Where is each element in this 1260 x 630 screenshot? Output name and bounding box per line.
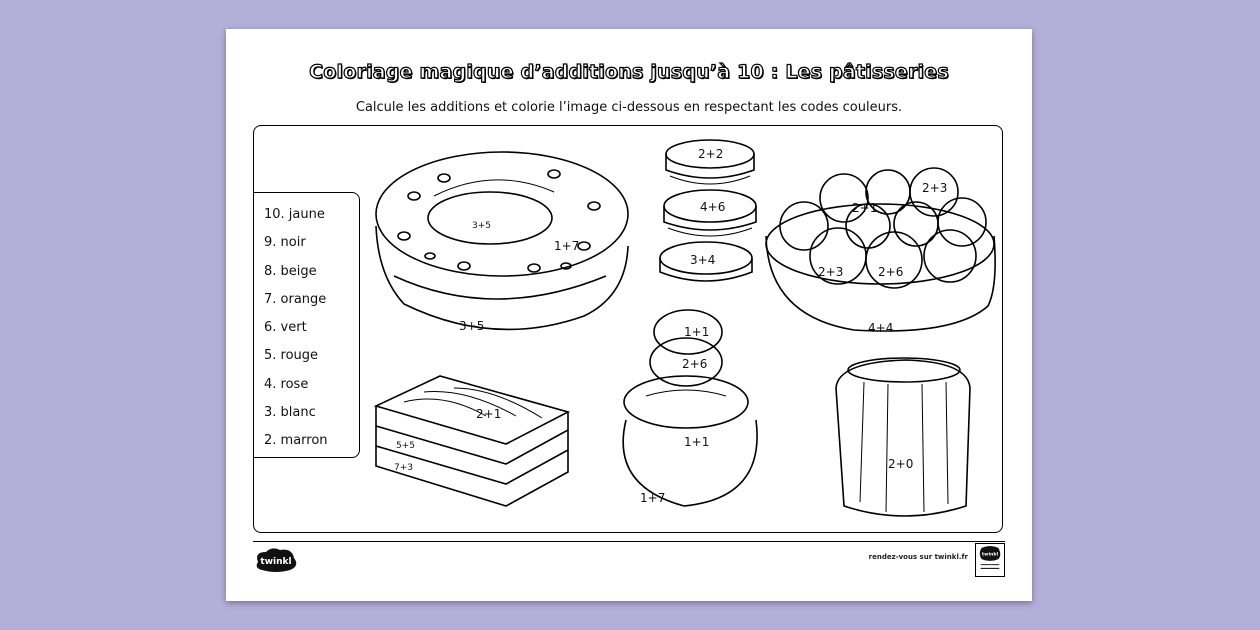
mille-feuille-drawing bbox=[373, 375, 571, 507]
label-tart-berry-c: 2+3 bbox=[818, 265, 843, 279]
legend-item: 4. rose bbox=[264, 376, 309, 392]
label-mille-feuille-top: 2+1 bbox=[476, 407, 501, 421]
label-religieuse-base: 1+7 bbox=[640, 491, 665, 505]
legend-item: 10. jaune bbox=[264, 207, 325, 222]
page-title: Coloriage magique d’additions jusqu’à 10… bbox=[309, 60, 950, 83]
instruction-text: Calcule les additions et colorie l’image… bbox=[355, 100, 903, 115]
raspberry-tart-drawing bbox=[765, 167, 996, 332]
paris-brest-drawing bbox=[375, 151, 629, 331]
legend-item: 2. marron bbox=[264, 433, 328, 449]
label-tart-berry-a: 2+3 bbox=[922, 181, 947, 195]
label-tart-crust: 4+4 bbox=[868, 321, 893, 335]
canele-drawing bbox=[835, 357, 971, 517]
label-paris-brest-side: 3+5 bbox=[459, 319, 484, 333]
label-paris-brest-top: 1+7 bbox=[554, 239, 579, 253]
legend-item: 8. beige bbox=[264, 263, 317, 279]
label-macaron-bottom: 3+4 bbox=[690, 253, 715, 267]
label-tart-berry-b: 2+1 bbox=[852, 201, 877, 215]
label-religieuse-neck: 2+6 bbox=[682, 357, 707, 371]
label-macaron-middle: 4+6 bbox=[700, 200, 725, 214]
twinkl-logo: twinkl bbox=[256, 548, 297, 572]
footer-url: rendez-vous sur twinkl.fr bbox=[868, 553, 968, 561]
pastries-drawing: 1+7 3+5 3+5 2+2 4+6 3+4 2+3 2+1 2+3 2+6 … bbox=[373, 139, 996, 517]
label-macaron-top: 2+2 bbox=[698, 147, 723, 161]
macaron-stack-drawing bbox=[659, 139, 757, 282]
label-mille-feuille-layer-b: 7+3 bbox=[394, 463, 413, 473]
label-canele-body: 2+0 bbox=[888, 457, 913, 471]
svg-text:twinkl: twinkl bbox=[982, 551, 999, 557]
coloring-frame: 1+7 3+5 3+5 2+2 4+6 3+4 2+3 2+1 2+3 2+6 … bbox=[253, 125, 1003, 533]
svg-text:twinkl: twinkl bbox=[260, 557, 291, 567]
label-paris-brest-small: 3+5 bbox=[472, 221, 491, 231]
legend-item: 3. blanc bbox=[264, 405, 316, 421]
label-tart-berry-d: 2+6 bbox=[878, 265, 903, 279]
footer-divider bbox=[253, 541, 1005, 542]
legend-item: 6. vert bbox=[264, 320, 307, 336]
label-religieuse-head: 1+1 bbox=[684, 325, 709, 339]
label-mille-feuille-layer-a: 5+5 bbox=[396, 441, 415, 451]
color-legend: 10. jaune 9. noir 8. beige 7. orange 6. … bbox=[254, 192, 360, 458]
legend-item: 7. orange bbox=[264, 291, 327, 307]
quality-badge-icon: twinkl bbox=[975, 543, 1005, 577]
worksheet-page: Coloriage magique d’additions jusqu’à 10… bbox=[226, 29, 1032, 601]
label-religieuse-body: 1+1 bbox=[684, 435, 709, 449]
religieuse-drawing bbox=[622, 309, 758, 507]
legend-item: 5. rouge bbox=[264, 348, 319, 364]
legend-item: 9. noir bbox=[264, 235, 306, 251]
